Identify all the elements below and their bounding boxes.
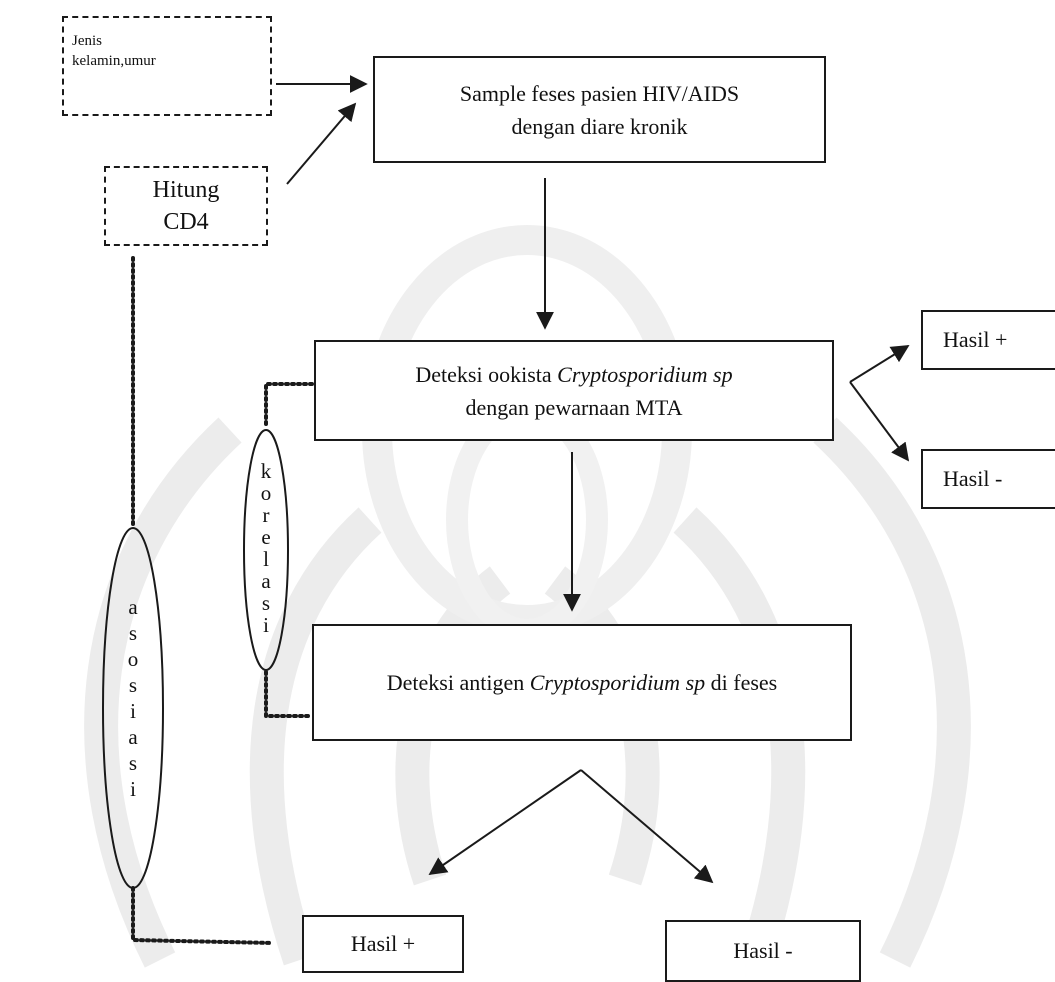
- jenis-kelamin-umur-box: Jenis kelamin,umur: [62, 16, 272, 116]
- asosiasi-char: a: [128, 725, 138, 749]
- mta-species: Cryptosporidium sp: [557, 361, 733, 387]
- jenis-kelamin-umur-label: Jenis kelamin,umur: [72, 33, 156, 69]
- mta-result-negative-label: Hasil -: [943, 466, 1003, 492]
- korelasi-char: s: [261, 591, 271, 615]
- sample-line-2: dengan diare kronik: [511, 113, 688, 139]
- asosiasi-char: s: [128, 621, 138, 645]
- mta-prefix: Deteksi ookista: [415, 361, 558, 387]
- arrow-antigen-to-pos: [428, 769, 582, 876]
- antigen-result-positive-label: Hasil +: [350, 931, 416, 957]
- antigen-species: Cryptosporidium sp: [529, 669, 706, 695]
- sample-feses-box: Sample feses pasien HIV/AIDS dengan diar…: [373, 56, 826, 163]
- mta-result-positive-label: Hasil +: [943, 327, 1008, 353]
- deteksi-ookista-mta-box: Deteksi ookista Cryptosporidium sp denga…: [314, 340, 834, 441]
- korelasi-char: k: [260, 459, 272, 483]
- mta-result-positive-box: Hasil +: [921, 310, 1055, 370]
- asosiasi-char: a: [128, 595, 138, 619]
- asosiasi-char: s: [128, 673, 138, 697]
- asosiasi-char: s: [128, 751, 138, 775]
- antigen-result-positive-box: Hasil +: [302, 915, 464, 973]
- korelasi-char: i: [263, 613, 269, 637]
- korelasi-link-bottom: [264, 670, 314, 718]
- korelasi-char: a: [261, 569, 271, 593]
- mta-line-1: Deteksi ookista Cryptosporidium sp: [415, 358, 732, 391]
- korelasi-char: e: [261, 525, 271, 549]
- korelasi-link: [264, 382, 314, 430]
- korelasi-label: k o r e l a s i: [256, 460, 276, 636]
- asosiasi-char: o: [127, 647, 139, 671]
- korelasi-char: r: [262, 503, 270, 527]
- asosiasi-label: a s o s i a s i: [122, 594, 144, 802]
- deteksi-antigen-box: Deteksi antigen Cryptosporidium sp di fe…: [312, 624, 852, 741]
- cd4-label: CD4: [163, 209, 209, 235]
- korelasi-char: o: [260, 481, 272, 505]
- sample-line-1: Sample feses pasien HIV/AIDS: [459, 80, 740, 106]
- arrow-mta-to-pos: [849, 345, 910, 383]
- asosiasi-link-bottom: [131, 886, 274, 945]
- antigen-line: Deteksi antigen Cryptosporidium sp di fe…: [387, 668, 777, 698]
- korelasi-ellipse: [243, 429, 289, 671]
- hitung-label: Hitung: [152, 176, 220, 203]
- antigen-suffix: di feses: [705, 669, 778, 695]
- antigen-result-negative-box: Hasil -: [665, 920, 861, 982]
- mta-result-negative-box: Hasil -: [921, 449, 1055, 509]
- asosiasi-char: i: [130, 777, 136, 801]
- hitung-cd4-box: Hitung CD4: [104, 166, 268, 246]
- antigen-result-negative-label: Hasil -: [733, 938, 793, 964]
- asosiasi-char: i: [130, 699, 136, 723]
- asosiasi-ellipse: [102, 527, 164, 889]
- mta-line-2: dengan pewarnaan MTA: [465, 394, 683, 420]
- arrow-antigen-to-neg: [580, 769, 714, 884]
- arrow-cd4-to-sample: [286, 102, 357, 185]
- arrow-mta-to-neg: [849, 381, 910, 462]
- antigen-prefix: Deteksi antigen: [386, 669, 530, 695]
- korelasi-char: l: [263, 547, 269, 571]
